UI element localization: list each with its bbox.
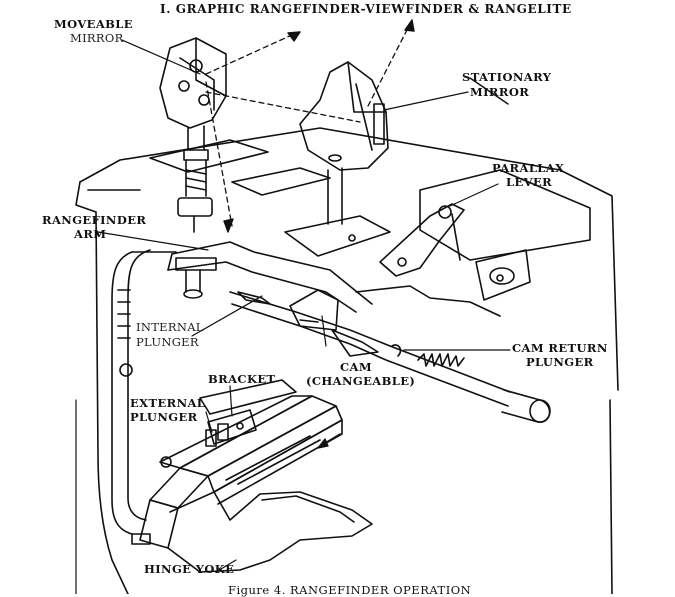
- leader-lines: [97, 39, 511, 573]
- label-cam-changeable: (CHANGEABLE): [306, 374, 416, 388]
- label-cam-return: CAM RETURN: [512, 341, 608, 355]
- stationary-mirror-assembly: [299, 61, 389, 242]
- label-stationary-mirror: MIRROR: [470, 85, 530, 99]
- figure-caption: Figure 4. RANGEFINDER OPERATION: [228, 583, 472, 597]
- label-parallax: PARALLAX: [492, 161, 565, 175]
- cam-rod: [229, 285, 511, 407]
- label-bracket: BRACKET: [208, 372, 276, 386]
- camera-body-outline: [75, 127, 619, 594]
- label-hinge-yoke: HINGE YOKE: [144, 562, 235, 576]
- label-rangefinder: RANGEFINDER: [42, 213, 147, 227]
- label-rangefinder-arm: ARM: [74, 227, 107, 241]
- label-parallax-lever: LEVER: [506, 175, 553, 189]
- light-path: [205, 23, 411, 227]
- label-stationary: STATIONARY: [462, 70, 552, 84]
- label-internal: INTERNAL: [136, 320, 204, 334]
- diagram-title: I. GRAPHIC RANGEFINDER-VIEWFINDER & RANG…: [160, 2, 572, 16]
- hinge-yoke-assembly: [131, 395, 373, 573]
- top-plate: [149, 139, 591, 261]
- label-moveable-mirror: MIRROR: [70, 31, 124, 45]
- rangefinder-arm: [167, 241, 373, 313]
- label-external-plunger: PLUNGER: [130, 410, 198, 424]
- label-cam: CAM: [340, 360, 373, 374]
- bracket-assembly: [199, 379, 297, 447]
- rangefinder-column: [111, 249, 177, 535]
- cam-return-plunger: [391, 344, 551, 423]
- parallax-lever: [379, 203, 531, 301]
- label-internal-plunger: PLUNGER: [136, 335, 199, 349]
- label-moveable: MOVEABLE: [54, 17, 133, 31]
- label-cam-return-plunger: PLUNGER: [526, 355, 594, 369]
- label-external: EXTERNAL: [130, 396, 206, 410]
- motion-arrows: [223, 19, 509, 449]
